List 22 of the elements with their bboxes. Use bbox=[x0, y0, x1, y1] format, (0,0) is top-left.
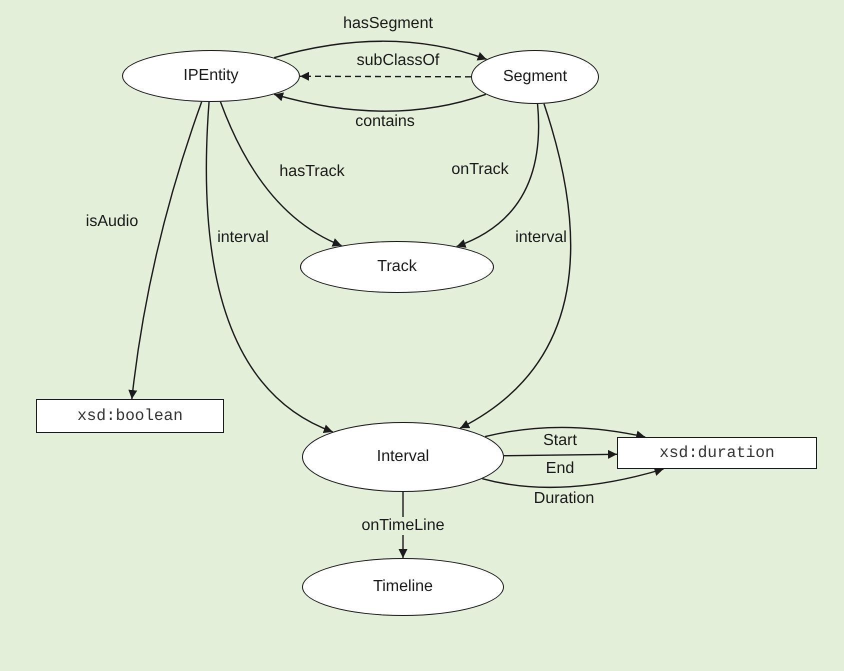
node-label: Track bbox=[377, 258, 417, 276]
dashed-arrow bbox=[300, 72, 471, 81]
node-label: IPEntity bbox=[183, 67, 239, 85]
datatype-box bbox=[36, 399, 224, 433]
arrow bbox=[128, 102, 202, 400]
arrow bbox=[482, 467, 664, 488]
node-label: Interval bbox=[376, 448, 430, 466]
datatype-box bbox=[617, 437, 817, 469]
node-label: Timeline bbox=[373, 578, 433, 596]
edge-label: hasSegment bbox=[341, 15, 435, 33]
arrow bbox=[484, 426, 646, 440]
arrow bbox=[274, 40, 487, 61]
edge-label: onTimeLine bbox=[360, 517, 446, 535]
arrow bbox=[274, 92, 486, 112]
node-label: xsd:duration bbox=[659, 444, 775, 462]
node-label: Segment bbox=[502, 68, 568, 86]
arrow bbox=[456, 104, 540, 248]
arrow bbox=[206, 102, 334, 432]
arrow bbox=[504, 450, 617, 459]
node-label: xsd:boolean bbox=[77, 407, 183, 425]
arrow bbox=[220, 102, 342, 246]
arrow bbox=[460, 104, 572, 429]
